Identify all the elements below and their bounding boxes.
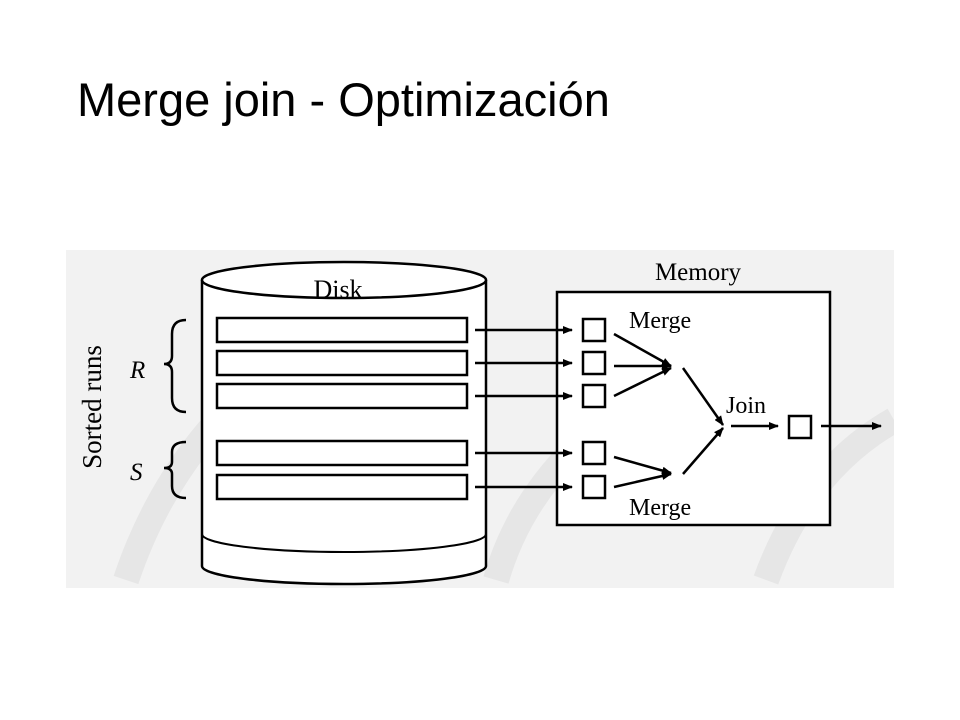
relation-r-label: R	[129, 357, 145, 384]
disk-to-memory-arrows	[475, 326, 573, 491]
run-block-s2	[215, 473, 469, 501]
buffer-r3	[581, 383, 607, 409]
merge-top-label: Merge	[629, 308, 691, 334]
join-label: Join	[726, 393, 766, 419]
output-buffer	[787, 414, 813, 440]
buffer-s1	[581, 440, 607, 466]
run-block-r1	[215, 316, 469, 344]
disk-label: Disk	[313, 275, 362, 304]
merge-arrows-r	[613, 332, 672, 398]
run-block-r2	[215, 349, 469, 377]
buffer-r1	[581, 317, 607, 343]
disk-cylinder	[200, 260, 488, 586]
sorted-run-blocks	[215, 316, 469, 501]
brace-s	[163, 440, 187, 500]
sorted-runs-label: Sorted runs	[77, 345, 107, 469]
buffer-s2	[581, 474, 607, 500]
slide-title: Merge join - Optimización	[77, 73, 610, 126]
buffer-r2	[581, 350, 607, 376]
relation-s-label: S	[130, 459, 143, 486]
join-arrows	[681, 367, 779, 475]
run-block-s1	[215, 439, 469, 467]
merge-bottom-label: Merge	[629, 495, 691, 521]
merge-arrows-s	[613, 455, 672, 489]
brace-r	[163, 318, 187, 414]
run-block-r3	[215, 382, 469, 410]
memory-label: Memory	[655, 259, 742, 286]
input-buffers	[581, 317, 607, 500]
merge-join-diagram: Disk Sorted runs R S Memory	[66, 250, 894, 588]
